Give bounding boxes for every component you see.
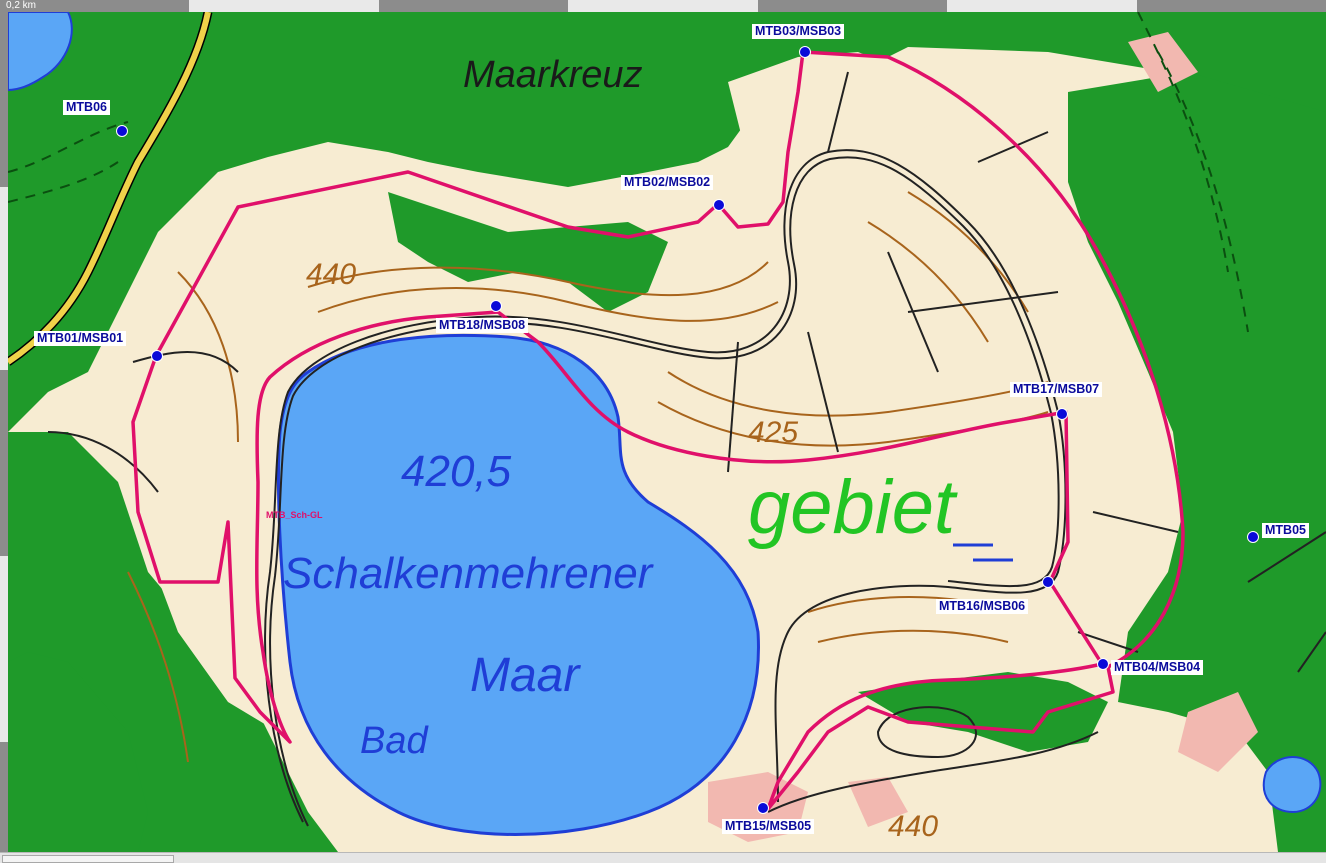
waypoint-dot-mtb03 — [799, 46, 811, 58]
scale-label: 0,2 km — [6, 0, 37, 11]
waypoint-label-mtb03[interactable]: MTB03/MSB03 — [752, 24, 845, 39]
route-label: MTB_Sch-GL — [266, 510, 323, 520]
waypoint-dot-mtb01 — [151, 350, 163, 362]
contour-lines — [127, 191, 1049, 763]
settlement-south-2 — [848, 777, 908, 827]
forest-center-north — [388, 192, 668, 312]
forest-north — [8, 12, 1326, 432]
waypoint-dot-mtb02 — [713, 199, 725, 211]
settlement-east — [1178, 692, 1258, 772]
waypoint-label-mtb01[interactable]: MTB01/MSB01 — [34, 331, 127, 346]
waypoint-label-mtb02[interactable]: MTB02/MSB02 — [621, 175, 714, 190]
map-svg — [8, 12, 1326, 852]
lake-northwest — [8, 12, 73, 92]
waypoint-dot-mtb06 — [116, 125, 128, 137]
route-line — [131, 50, 1185, 811]
roads — [47, 71, 1326, 827]
contour-label-440-bottom: 440 — [888, 810, 939, 843]
map-canvas[interactable]: Maarkreuz 420,5 Schalkenmehrener Maar Ba… — [8, 12, 1326, 852]
lake-elevation-label: 420,5 — [401, 447, 512, 496]
dashed-boundaries — [8, 12, 1249, 333]
waypoint-dot-mtb15 — [757, 802, 769, 814]
waypoint-label-mtb04[interactable]: MTB04/MSB04 — [1111, 660, 1204, 675]
marsh-symbol — [953, 543, 1013, 562]
vertical-ruler — [0, 12, 8, 852]
waypoint-dots — [116, 46, 1259, 814]
contour-label-425: 425 — [748, 416, 799, 449]
area-label-gebiet: gebiet — [748, 465, 956, 550]
waypoint-label-mtb16[interactable]: MTB16/MSB06 — [936, 599, 1029, 614]
lake-name-label-1: Schalkenmehrener — [283, 549, 653, 598]
waypoint-dot-mtb17 — [1056, 408, 1068, 420]
scrollbar-thumb[interactable] — [2, 855, 174, 863]
place-label-maarkreuz: Maarkreuz — [463, 54, 643, 96]
waypoint-dot-mtb05 — [1247, 531, 1259, 543]
forest-southeast — [858, 672, 1108, 752]
scale-bar — [0, 0, 1326, 12]
waypoint-dot-mtb18 — [490, 300, 502, 312]
forest-north-light — [728, 52, 938, 162]
lake-name-label-2: Maar — [470, 649, 580, 702]
forest-east — [1068, 72, 1326, 852]
waypoint-label-mtb17[interactable]: MTB17/MSB07 — [1010, 382, 1103, 397]
waypoint-label-mtb18[interactable]: MTB18/MSB08 — [436, 318, 529, 333]
bad-label: Bad — [360, 720, 428, 762]
waypoint-label-mtb15[interactable]: MTB15/MSB05 — [722, 819, 815, 834]
waypoint-dot-mtb16 — [1042, 576, 1054, 588]
forest-southwest-strip — [8, 652, 148, 852]
open-west-patch — [133, 352, 278, 732]
waypoint-dot-mtb04 — [1097, 658, 1109, 670]
contour-label-440-top: 440 — [306, 258, 357, 291]
horizontal-scrollbar[interactable] — [0, 852, 1326, 863]
waypoint-label-mtb06[interactable]: MTB06 — [63, 100, 110, 115]
pond-east — [1262, 756, 1322, 814]
waypoint-label-mtb05[interactable]: MTB05 — [1262, 523, 1309, 538]
lake-schalkenmehrener-maar — [276, 333, 760, 836]
